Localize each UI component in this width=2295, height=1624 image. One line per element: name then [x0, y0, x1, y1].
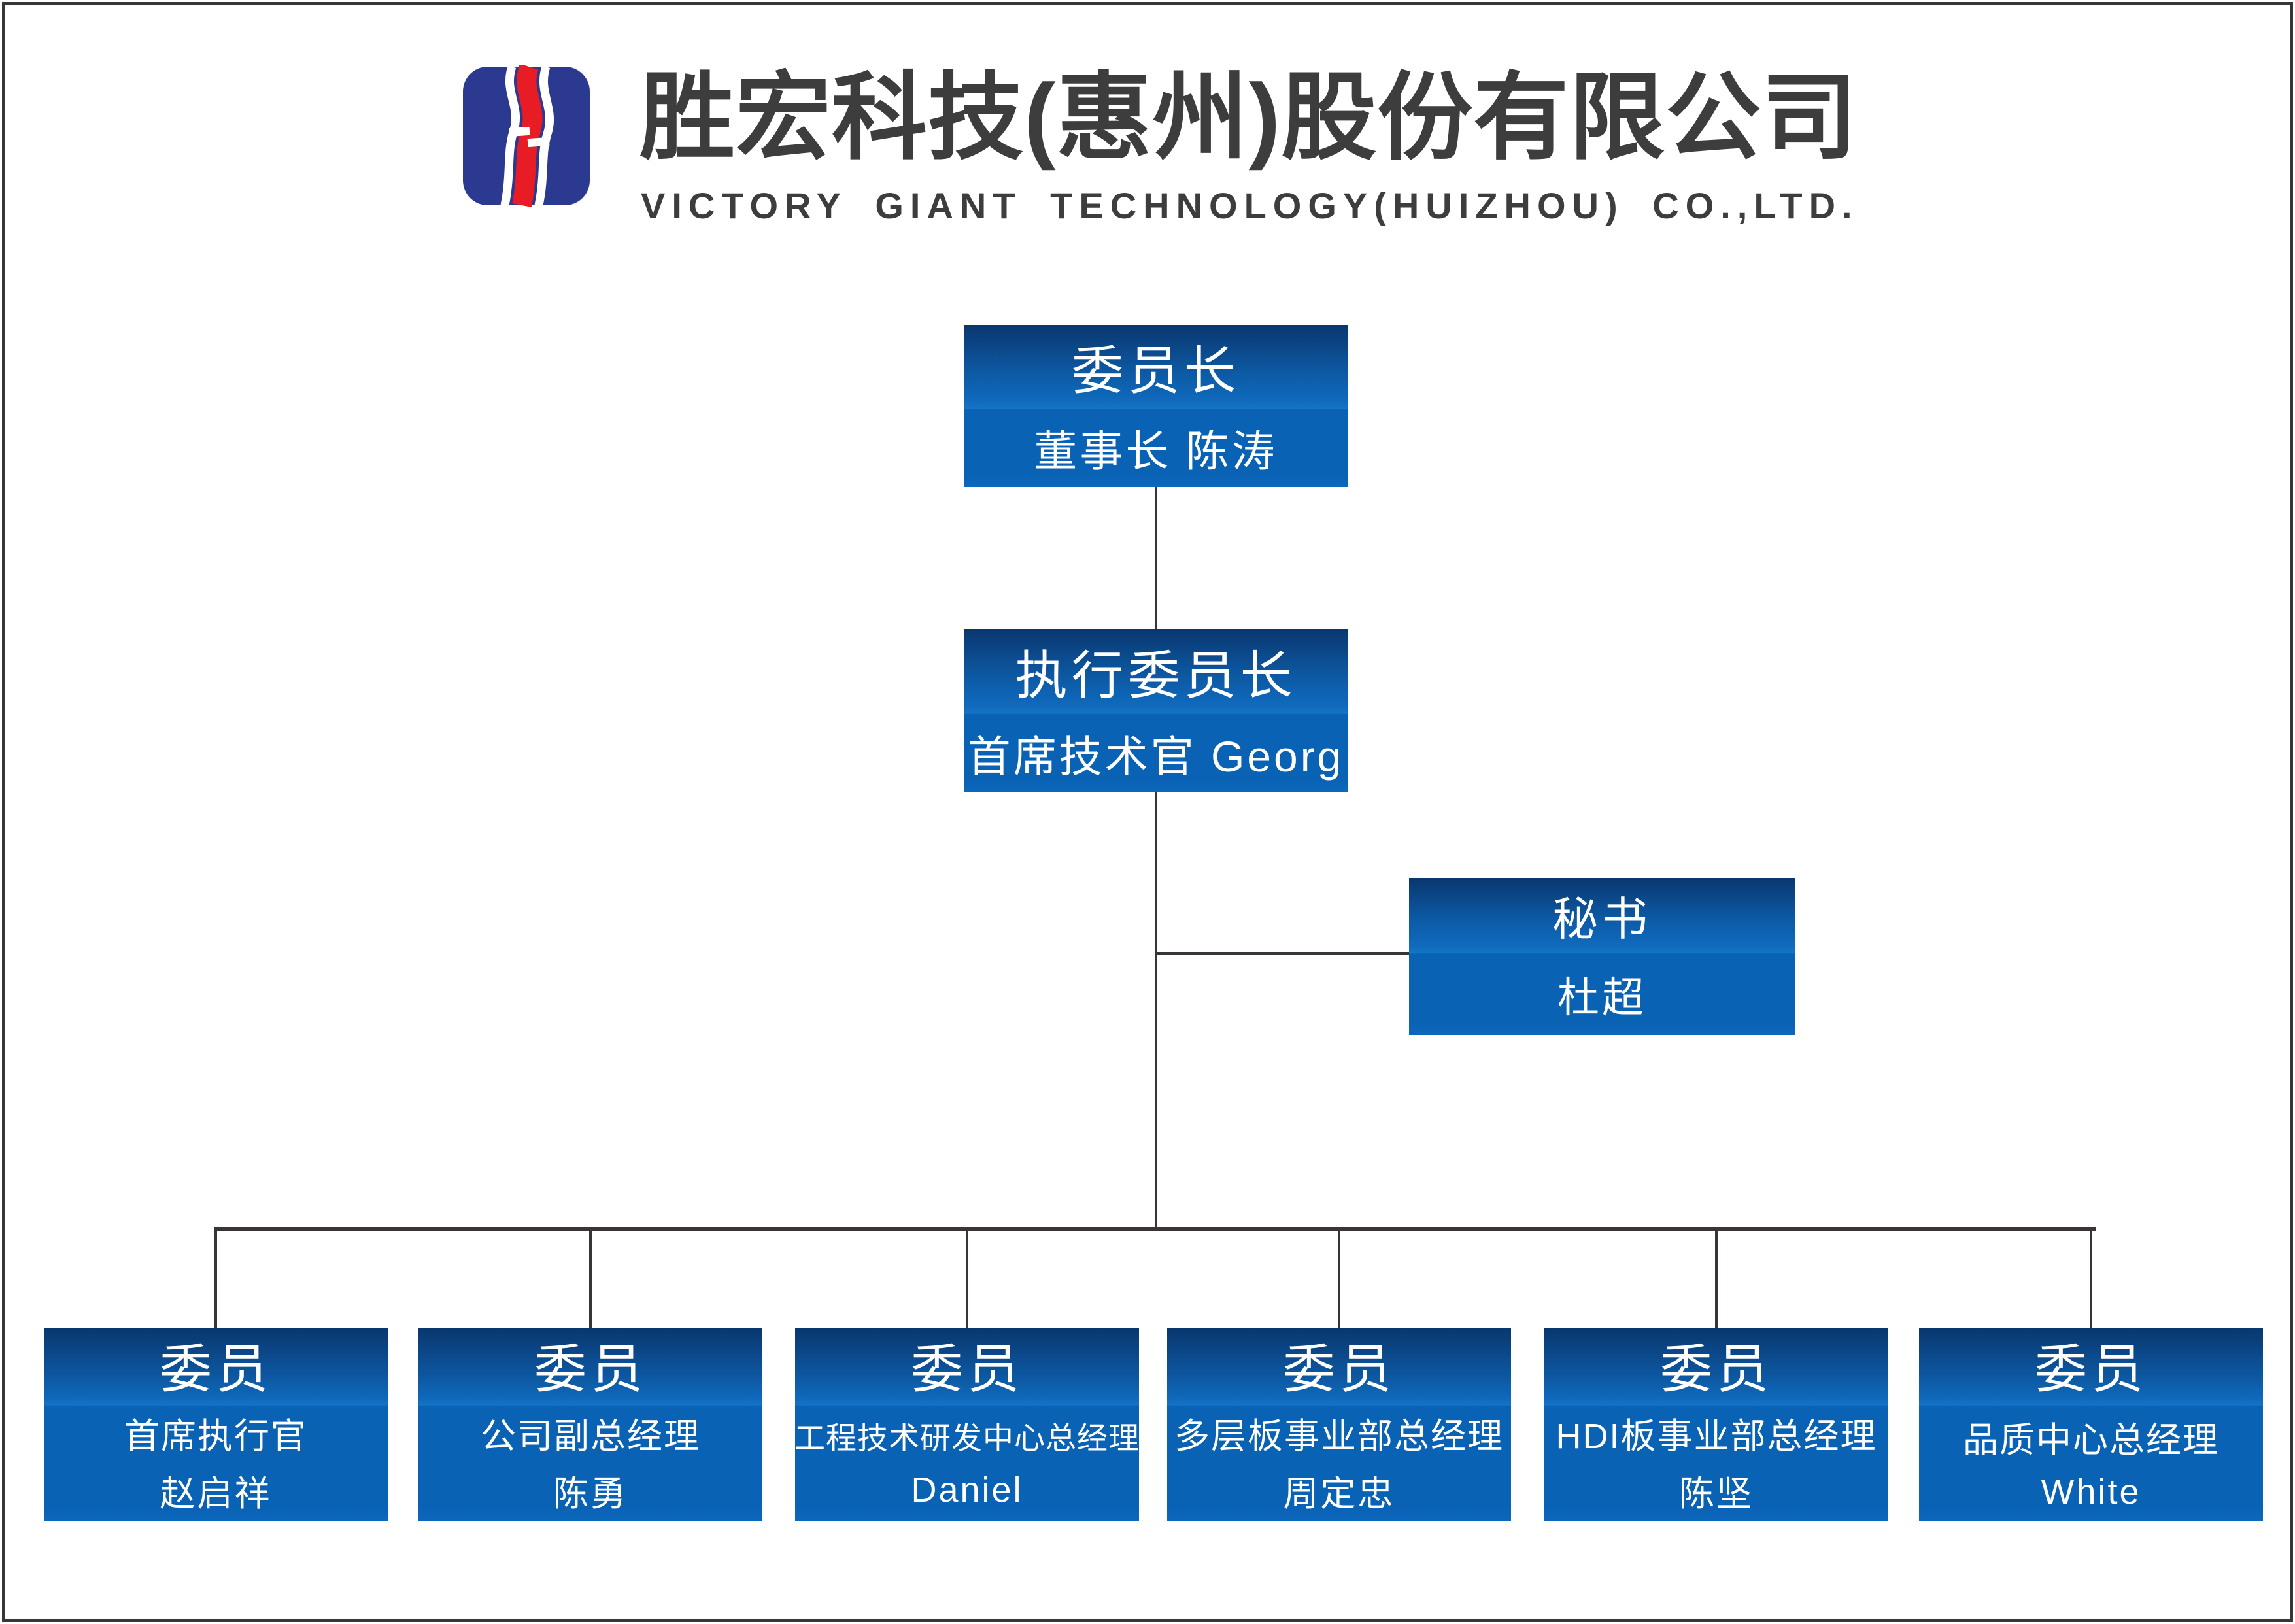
member-title: 委员 [911, 1340, 1023, 1399]
member-title: 委员 [1660, 1340, 1773, 1399]
connector-root-to-executive [1155, 487, 1157, 629]
node-member-hdi-gm: 委员 HDI板事业部总经理 陈坚 [1544, 1328, 1888, 1521]
connector-drop-member-5 [1715, 1231, 1718, 1328]
member-name: 周定忠 [1283, 1474, 1395, 1514]
company-name-english: VICTORY GIANT TECHNOLOGY(HUIZHOU) CO.,LT… [641, 185, 1859, 226]
member-name: 陈勇 [553, 1474, 628, 1514]
member-role: HDI板事业部总经理 [1556, 1417, 1877, 1457]
node-executive-chairman-title: 执行委员长 [1015, 647, 1297, 705]
node-member-rnd-gm: 委员 工程技术研发中心总经理 Daniel [794, 1328, 1140, 1521]
connector-drop-member-6 [2090, 1231, 2092, 1328]
logo-notch-right [527, 137, 550, 148]
logo-red-stripe [512, 63, 543, 207]
member-title: 委员 [1283, 1340, 1395, 1399]
connector-drop-member-1 [214, 1231, 217, 1328]
node-chairman-title: 委员长 [1071, 342, 1240, 401]
logo-white-curve-right [534, 65, 554, 207]
member-name: Daniel [911, 1470, 1023, 1510]
node-member-quality-gm: 委员 品质中心总经理 White [1919, 1328, 2263, 1521]
logo-notch-left [509, 126, 530, 137]
member-title: 委员 [534, 1340, 647, 1399]
connector-drop-member-4 [1338, 1231, 1340, 1328]
node-executive-chairman: 执行委员长 首席技术官 Georg [964, 629, 1348, 792]
node-secretary: 秘书 杜超 [1409, 878, 1795, 1035]
node-secretary-person: 杜超 [1557, 973, 1646, 1021]
member-role: 首席执行官 [124, 1417, 307, 1457]
node-chairman: 委员长 董事长 陈涛 [964, 325, 1348, 487]
member-title: 委员 [160, 1340, 272, 1399]
company-logo-icon [462, 63, 591, 207]
member-name: 赵启祥 [160, 1474, 272, 1514]
connector-drop-member-3 [966, 1231, 968, 1328]
connector-drop-member-2 [589, 1231, 592, 1328]
member-name: White [2041, 1472, 2141, 1512]
node-member-ceo: 委员 首席执行官 赵启祥 [44, 1328, 388, 1521]
company-name-chinese: 胜宏科技(惠州)股份有限公司 [639, 64, 1858, 171]
connector-branch-secretary [1156, 952, 1409, 955]
node-secretary-title: 秘书 [1552, 894, 1652, 945]
member-title: 委员 [2035, 1340, 2147, 1399]
node-chairman-person: 董事长 陈涛 [1034, 427, 1278, 476]
node-executive-chairman-person: 首席技术官 Georg [967, 732, 1344, 781]
member-role: 品质中心总经理 [1963, 1421, 2219, 1461]
node-member-deputy-gm: 委员 公司副总经理 陈勇 [418, 1328, 762, 1521]
node-member-multilayer-gm: 委员 多层板事业部总经理 周定忠 [1167, 1328, 1511, 1521]
member-name: 陈坚 [1679, 1474, 1754, 1514]
connector-executive-to-span [1155, 792, 1157, 1229]
connector-members-span [214, 1227, 2096, 1231]
member-role: 公司副总经理 [481, 1417, 700, 1457]
member-role: 多层板事业部总经理 [1174, 1417, 1504, 1457]
member-role: 工程技术研发中心总经理 [794, 1421, 1140, 1456]
